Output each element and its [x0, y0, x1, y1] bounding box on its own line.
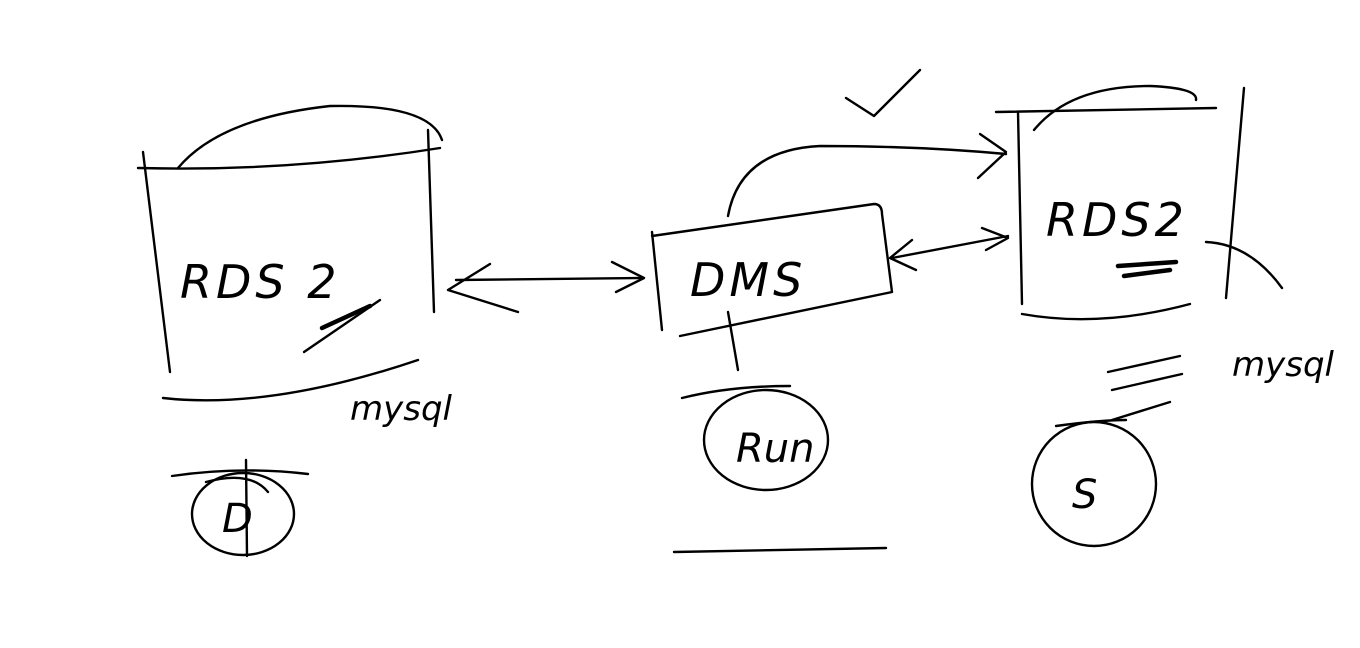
- rds2-s-lines: [1106, 354, 1184, 422]
- arrow-rds1-dms: [446, 260, 646, 314]
- rds2-note-connector: [1204, 240, 1284, 290]
- rds1-cylinder: [136, 104, 444, 402]
- run-label: Run: [736, 426, 815, 472]
- arrow-dms-rds2: [888, 226, 1010, 272]
- s-label: S: [1072, 472, 1097, 518]
- arrow-dms-rds2-curve: [726, 132, 1008, 218]
- rds2-scribble-mark: [1115, 259, 1179, 279]
- rds2-cylinder: [994, 84, 1246, 321]
- dms-box: [650, 202, 894, 338]
- check-mark-icon: [844, 68, 922, 118]
- rds1-scribble-mark: [302, 298, 382, 354]
- rds1-label: RDS 2: [180, 255, 340, 309]
- s-circle: [1030, 418, 1158, 548]
- rds2-label: RDS2: [1046, 193, 1188, 247]
- bottom-line: [672, 546, 888, 554]
- dms-run-connector: [726, 310, 740, 372]
- dms-label: DMS: [690, 253, 806, 307]
- rds2-note: mysql: [1232, 345, 1335, 385]
- d-circle: [170, 458, 310, 558]
- d-label: D: [222, 496, 253, 542]
- run-circle: [680, 384, 830, 492]
- rds1-note: mysql: [350, 389, 453, 429]
